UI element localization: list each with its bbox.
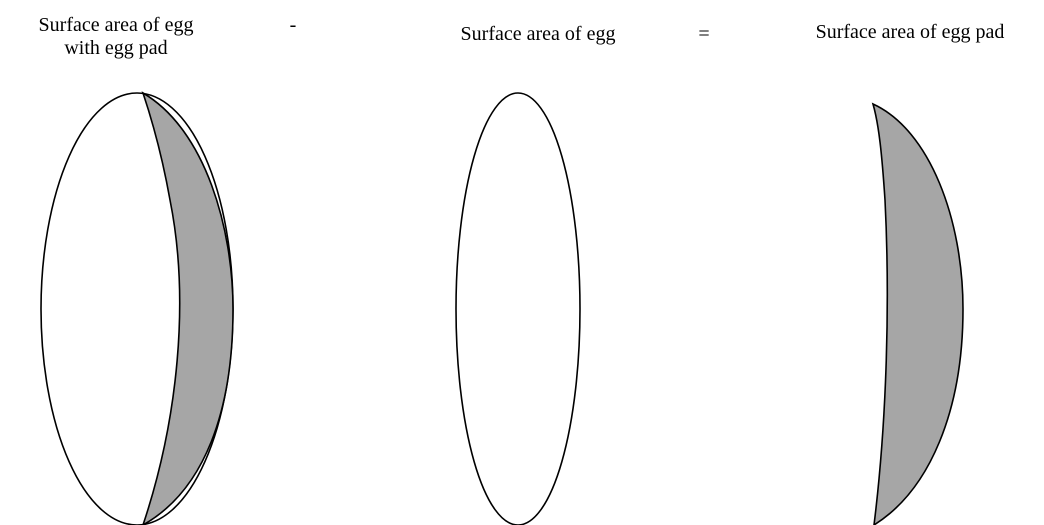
egg-pad-figure xyxy=(873,104,963,525)
label-egg-with-pad-line1: Surface area of egg xyxy=(39,14,194,36)
egg-pad-shape xyxy=(873,104,963,525)
label-egg-pad: Surface area of egg pad xyxy=(816,21,1005,43)
label-egg-only: Surface area of egg xyxy=(461,23,616,45)
label-egg-with-pad-line2: with egg pad xyxy=(64,37,167,59)
equals-sign: = xyxy=(698,23,709,45)
minus-sign: - xyxy=(290,14,297,36)
egg-with-pad-figure xyxy=(41,93,233,525)
egg-figure xyxy=(456,93,580,525)
egg-outline xyxy=(456,93,580,525)
